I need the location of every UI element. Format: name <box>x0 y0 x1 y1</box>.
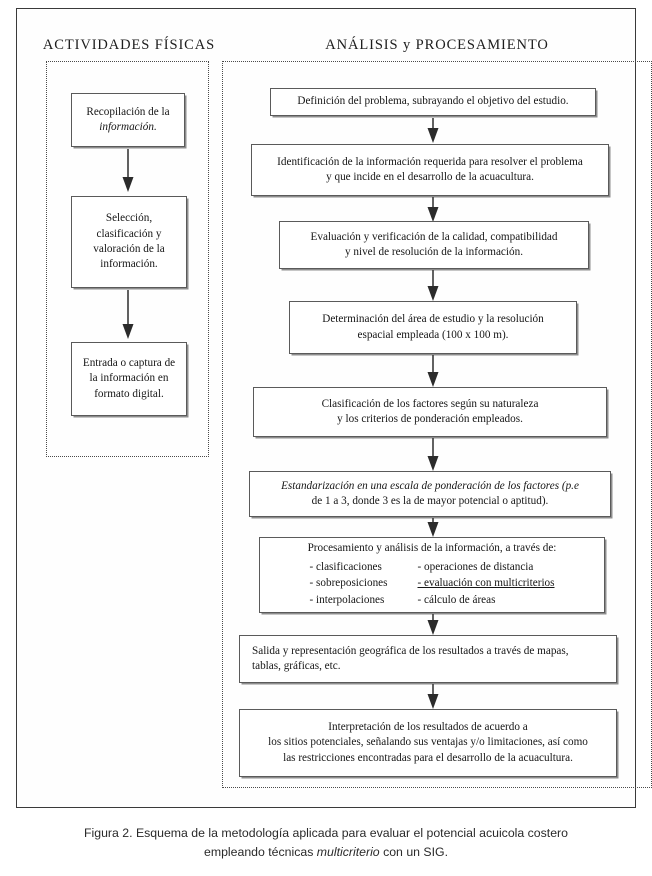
box-line: Determinación del área de estudio y la r… <box>322 313 544 326</box>
flow-arrow-left-1 <box>121 149 135 193</box>
flow-arrow-right-5 <box>426 438 440 472</box>
flow-arrow-right-6 <box>426 518 440 538</box>
list-item-underlined: - evaluación con multicriterios <box>418 575 555 592</box>
figure-caption: Figura 2. Esquema de la metodología apli… <box>36 824 616 862</box>
process-box-clasificacion-factores: Clasificación de los factores según su n… <box>253 387 607 437</box>
process-box-definicion-problema: Definición del problema, subrayando el o… <box>270 88 596 116</box>
box-line: los sitios potenciales, señalando sus ve… <box>268 736 588 749</box>
process-box-procesamiento-analisis: Procesamiento y análisis de la informaci… <box>259 537 605 613</box>
caption-line-2-a: empleando técnicas <box>203 845 317 860</box>
flow-arrow-left-2 <box>121 290 135 340</box>
list-item: - sobreposiciones <box>309 577 388 590</box>
box-line: y que incide en el desarrollo de la acua… <box>326 171 534 183</box>
list-item: - interpolaciones <box>309 594 385 607</box>
caption-line-1: Figura 2. Esquema de la metodología apli… <box>84 826 568 840</box>
list-item-underline: - evaluación con multicriterios <box>417 577 555 590</box>
box-line: Definición del problema, subrayando el o… <box>297 95 569 108</box>
flow-arrow-right-8 <box>426 684 440 710</box>
box-line: tablas, gráficas, etc. <box>252 660 341 672</box>
box-line: Clasificación de los factores según su n… <box>321 397 539 410</box>
box-line: y los criterios de ponderación empleados… <box>337 413 523 425</box>
procesamiento-column-right: - operaciones de distancia - evaluación … <box>418 559 555 609</box>
flow-arrow-right-4 <box>426 355 440 388</box>
box-line: las restricciones encontradas para el de… <box>283 751 573 764</box>
process-box-determinacion-area: Determinación del área de estudio y la r… <box>289 301 577 354</box>
box-line: Identificación de la información requeri… <box>277 155 583 168</box>
column-header-actividades-fisicas: ACTIVIDADES FÍSICAS <box>42 37 216 53</box>
caption-line-2-italic: multicriterio <box>316 845 380 860</box>
box-line: y nivel de resolución de la información. <box>344 246 523 258</box>
box-line-italic: Estandarización en una escala de pondera… <box>281 479 579 492</box>
process-box-recopilacion: Recopilación de la información. <box>71 93 185 147</box>
box-line: Salida y representación geográfica de lo… <box>252 644 569 657</box>
box-line: espacial empleada (100 x 100 m). <box>357 328 509 341</box>
flow-arrow-right-7 <box>426 614 440 636</box>
process-box-evaluacion-verificacion: Evaluación y verificación de la calidad,… <box>279 221 589 269</box>
box-line: Interpretación de los resultados de acue… <box>328 720 528 733</box>
dotted-group-actividades-fisicas <box>46 61 209 457</box>
process-box-estandarizacion: Estandarización en una escala de pondera… <box>249 471 611 517</box>
figure-outer-frame: ACTIVIDADES FÍSICAS ANÁLISIS y PROCESAMI… <box>16 8 652 808</box>
procesamiento-columns: - clasificaciones - sobreposiciones - in… <box>310 559 555 609</box>
column-header-analisis-procesamiento: ANÁLISIS y PROCESAMIENTO <box>325 37 549 53</box>
box-line: Procesamiento y análisis de la informaci… <box>307 542 557 555</box>
process-box-interpretacion-resultados: Interpretación de los resultados de acue… <box>239 709 617 777</box>
procesamiento-column-left: - clasificaciones - sobreposiciones - in… <box>310 559 388 609</box>
process-box-identificacion-informacion: Identificación de la información requeri… <box>251 144 609 196</box>
box-line: Entrada o captura de <box>82 356 176 369</box>
flow-arrow-right-1 <box>426 118 440 144</box>
box-line: Evaluación y verificación de la calidad,… <box>310 230 558 243</box>
box-line: valoración de la <box>93 243 165 255</box>
flow-arrow-right-3 <box>426 270 440 302</box>
box-line: Recopilación de la <box>86 105 170 118</box>
flow-arrow-right-2 <box>426 197 440 223</box>
process-box-entrada-captura: Entrada o captura de la información en f… <box>71 342 187 416</box>
box-line: la información en <box>89 372 169 385</box>
box-line: clasificación y <box>96 227 162 240</box>
caption-line-2-b: con un SIG. <box>379 845 449 860</box>
list-item: - clasificaciones <box>309 560 382 573</box>
process-box-salida-representacion: Salida y representación geográfica de lo… <box>239 635 617 683</box>
box-line: formato digital. <box>94 387 164 400</box>
list-item: - cálculo de áreas <box>417 594 496 607</box>
box-line-italic: información. <box>99 121 157 133</box>
box-line: información. <box>100 258 158 271</box>
box-line: de 1 a 3, donde 3 es la de mayor potenci… <box>311 495 549 507</box>
box-line: Selección, <box>105 212 153 225</box>
list-item: - operaciones de distancia <box>417 560 534 573</box>
process-box-seleccion: Selección, clasificación y valoración de… <box>71 196 187 288</box>
